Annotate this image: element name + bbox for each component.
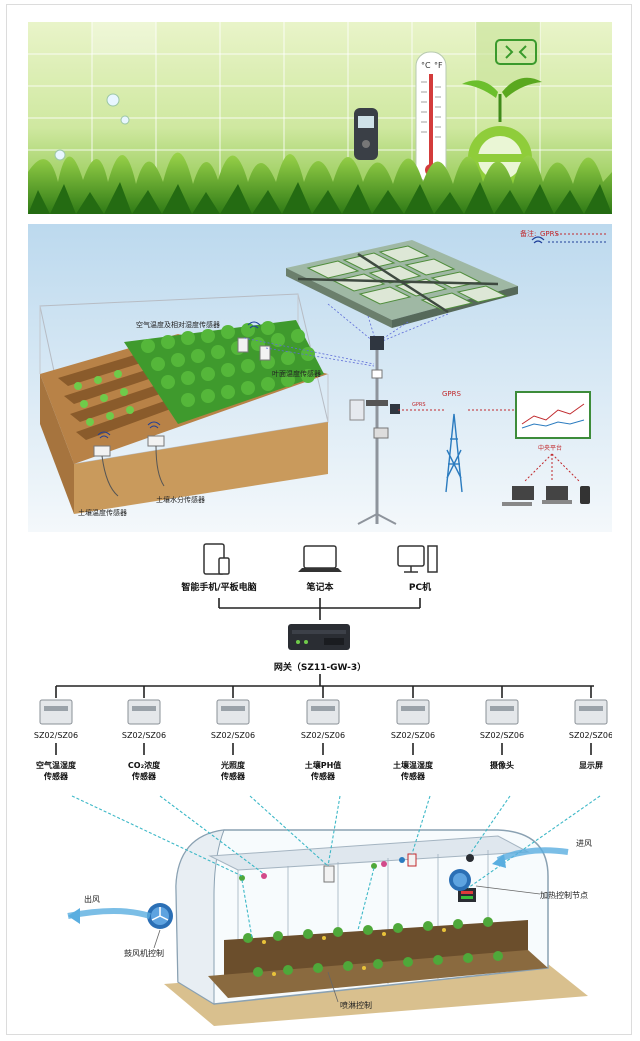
- node-sensor-label: 空气温湿度: [36, 760, 77, 770]
- fan-control-label: 鼓风机控制: [124, 948, 164, 958]
- greenhouse-illustration: [147, 830, 588, 1026]
- sensor-node: SZ02/SZ06 显示屏: [569, 686, 612, 770]
- tablet-phone-icon: [204, 544, 229, 574]
- node-device-icon: [128, 700, 160, 724]
- node-sensor-label: 传感器: [310, 771, 336, 781]
- node-device-icon: [486, 700, 518, 724]
- node-device-icon: [217, 700, 249, 724]
- celsius-label: °C: [421, 61, 431, 70]
- node-sensor-label: 光照度: [220, 760, 246, 770]
- node-model-label: SZ02/SZ06: [301, 731, 345, 740]
- banner-image: °C °F: [28, 22, 612, 214]
- sensor-node: SZ02/SZ06 摄像头: [480, 686, 524, 770]
- node-model-label: SZ02/SZ06: [391, 731, 435, 740]
- fahrenheit-label: °F: [434, 61, 443, 70]
- laptop-icon: [298, 546, 342, 572]
- laptop-icon: [542, 486, 572, 504]
- spray-control-label: 喷淋控制: [340, 1000, 372, 1010]
- node-model-label: SZ02/SZ06: [480, 731, 524, 740]
- node-model-label: SZ02/SZ06: [34, 731, 78, 740]
- air-sensor-label: 空气温度及相对湿度传感器: [136, 320, 220, 329]
- node-model-label: SZ02/SZ06: [211, 731, 255, 740]
- fan-icon: [147, 903, 173, 929]
- client-label: 智能手机/平板电脑: [181, 581, 256, 593]
- topology-diagram: 智能手机/平板电脑 笔记本 PC机 网关（SZ11-GW-3） SZ02/SZ0…: [28, 536, 612, 1026]
- node-device-icon: [397, 700, 429, 724]
- phone-icon: [580, 486, 590, 504]
- fan-icon: [449, 869, 471, 891]
- node-sensor-label: 传感器: [43, 771, 69, 781]
- gateway-device-icon: [288, 624, 350, 650]
- node-device-icon: [575, 700, 607, 724]
- node-model-label: SZ02/SZ06: [122, 731, 166, 740]
- pc-icon: [398, 546, 437, 572]
- node-device-icon: [40, 700, 72, 724]
- node-sensor-label: 摄像头: [490, 760, 514, 770]
- air-out-label: 出风: [84, 894, 100, 904]
- node-device-icon: [307, 700, 339, 724]
- iot-greenhouse-scene: 备注: GPRS: [28, 224, 612, 532]
- legend-label: 备注:: [520, 229, 536, 238]
- node-sensor-label: 土壤温湿度: [393, 760, 434, 770]
- air-in-label: 进风: [576, 839, 592, 848]
- node-sensor-label: 传感器: [131, 771, 157, 781]
- thermometer-icon: °C °F: [416, 52, 446, 182]
- central-platform-screen: [516, 392, 590, 438]
- gateway-label: 网关（SZ11-GW-3）: [274, 661, 366, 673]
- soil-moisture-label: 土壤水分传感器: [156, 495, 205, 504]
- soil-temp-label: 土壤温度传感器: [78, 508, 127, 517]
- client-label: 笔记本: [306, 581, 334, 593]
- node-model-label: SZ02/SZ06: [569, 731, 612, 740]
- platform-label: 中央平台: [538, 444, 562, 452]
- node-sensor-label: 传感器: [400, 771, 426, 781]
- node-sensor-label: 传感器: [220, 771, 246, 781]
- client-label: PC机: [409, 581, 431, 593]
- gprs-link-label: GPRS: [412, 402, 426, 408]
- node-sensor-label: 土壤PH值: [305, 760, 342, 770]
- air-out-arrow-icon: [68, 908, 150, 924]
- leaf-sensor-label: 叶面温度传感器: [272, 369, 321, 378]
- node-sensor-label: 显示屏: [579, 761, 603, 770]
- node-sensor-label: CO₂浓度: [128, 760, 161, 770]
- heating-control-label: 加热控制节点: [540, 890, 588, 900]
- gprs-tower-label: GPRS: [442, 390, 462, 398]
- digital-meter-icon: [354, 108, 378, 160]
